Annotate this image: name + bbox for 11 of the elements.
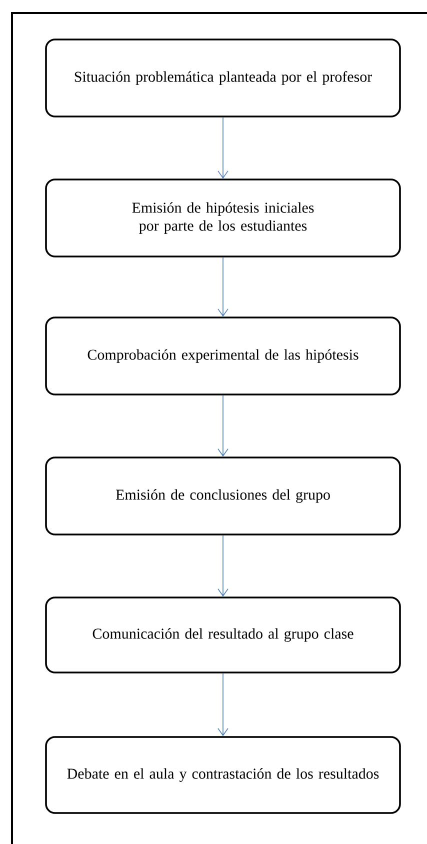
arrow (218, 673, 228, 736)
process-box: Emisión de hipótesis iniciales por parte de los estudiantes (45, 178, 401, 258)
arrow (218, 395, 228, 457)
arrow (218, 257, 228, 317)
arrow (218, 117, 228, 179)
arrow (218, 535, 228, 597)
process-box: Comunicación del resultado al grupo clase (45, 596, 401, 674)
process-box: Debate en el aula y contrastación de los resultados (45, 736, 401, 814)
process-box: Situación problemática planteada por el profesor (45, 38, 401, 118)
process-box: Emisión de conclusiones del grupo (45, 456, 401, 536)
process-box: Comprobación experimental de las hipótesis (45, 316, 401, 396)
